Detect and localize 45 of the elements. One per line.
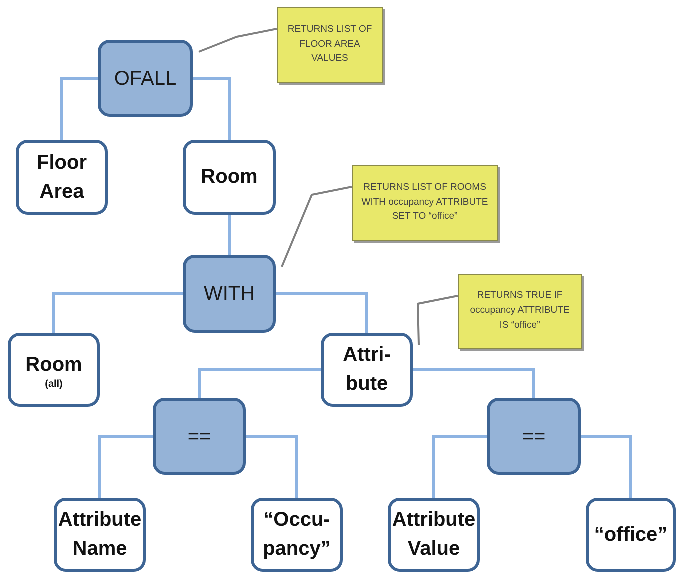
operand-box — [321, 333, 413, 407]
node-label: Floor Area — [36, 150, 88, 204]
connector-line — [228, 215, 231, 255]
node-label: Room — [201, 165, 258, 190]
note-box — [352, 165, 498, 241]
connector-line — [193, 77, 231, 140]
operand-box — [251, 498, 343, 572]
operand-box — [388, 498, 480, 572]
node-label: Room — [26, 352, 82, 378]
connector-line — [246, 435, 298, 498]
node-label: == — [522, 424, 546, 450]
operator-box — [183, 255, 276, 333]
node-label: “office” — [594, 522, 668, 548]
leader-line — [198, 28, 278, 53]
operand-box — [16, 140, 108, 215]
node-label: RETURNS TRUE IF occupancy ATTRIBUTE IS “office” — [469, 289, 571, 333]
connector-line — [413, 368, 536, 398]
connector-line — [52, 292, 183, 333]
connector-line — [276, 292, 368, 333]
connector-line — [60, 77, 98, 140]
operator-box — [487, 398, 581, 475]
note-box — [277, 7, 383, 83]
node-label: == — [188, 424, 212, 450]
operand-box — [54, 498, 146, 572]
connector-line — [581, 435, 632, 498]
operand-box — [8, 333, 100, 407]
note-box — [458, 274, 582, 349]
leader-line — [416, 295, 458, 346]
node-label: Attribute Value — [392, 508, 476, 562]
node-label: Attribute Name — [58, 508, 142, 562]
sub-label: (all) — [45, 380, 63, 390]
operand-box — [586, 498, 676, 572]
node-label: RETURNS LIST OF FLOOR AREA VALUES — [286, 22, 374, 66]
operator-box — [98, 40, 193, 117]
operand-box — [183, 140, 276, 215]
connector-line — [98, 435, 153, 498]
node-label: OFALL — [114, 66, 177, 92]
leader-line — [281, 186, 352, 268]
node-label: RETURNS LIST OF ROOMS WITH occupancy ATTRIBUTE SET TO “office” — [361, 180, 489, 224]
operator-box — [153, 398, 246, 475]
node-label: Attri- bute — [342, 343, 392, 397]
node-label: WITH — [204, 282, 256, 307]
node-label: “Occu- pancy” — [262, 508, 332, 562]
connector-line — [198, 368, 321, 398]
connector-line — [432, 435, 487, 498]
